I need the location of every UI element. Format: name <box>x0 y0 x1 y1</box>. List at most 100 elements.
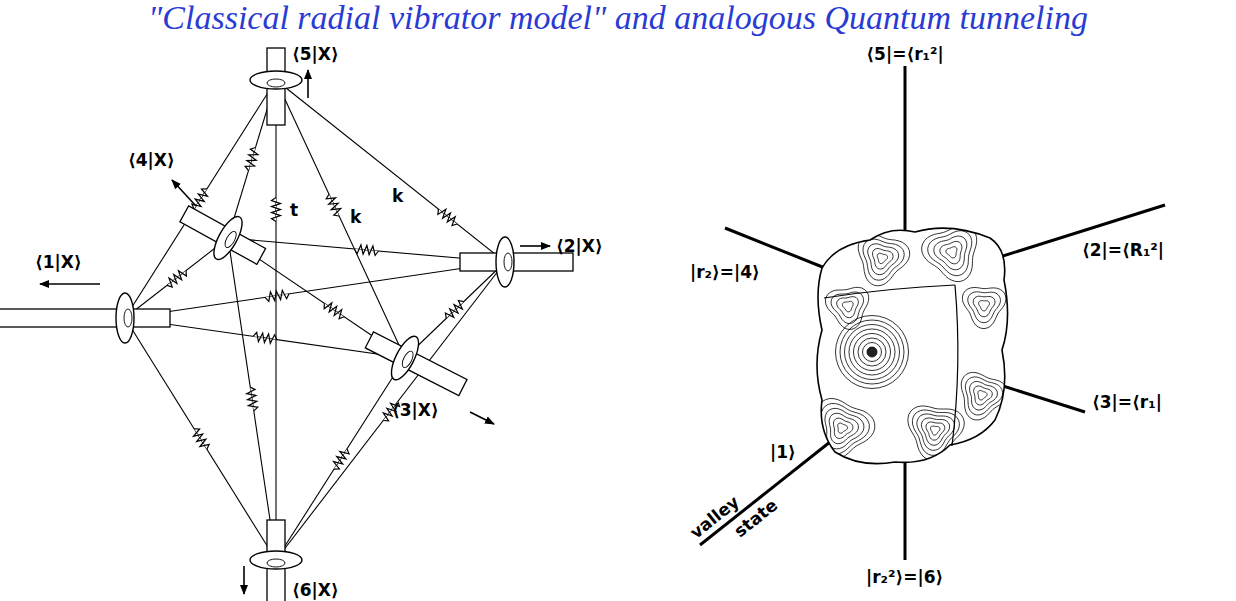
contour-line <box>926 422 945 440</box>
motion-arrow <box>307 70 309 98</box>
spring-box <box>164 265 190 291</box>
spring-box <box>239 146 265 172</box>
axis-label: ⟨4|X⟩ <box>128 150 175 170</box>
motion-arrow <box>172 180 196 206</box>
mass-on-rod <box>358 318 473 408</box>
axis-label: ⟨2|X⟩ <box>556 236 603 256</box>
spring-coil <box>326 194 341 216</box>
mass-on-rod <box>173 193 273 278</box>
contour-line <box>931 426 940 435</box>
spring-box <box>188 426 214 452</box>
contour-line <box>863 239 904 280</box>
spring-coil <box>272 198 281 222</box>
axis-label: t <box>290 200 298 220</box>
contour-line <box>917 414 955 450</box>
axis-line <box>700 438 835 545</box>
mass-hub <box>504 253 512 271</box>
spring-wire <box>276 80 405 358</box>
spring-box <box>263 197 289 223</box>
spring-coil <box>245 148 258 171</box>
face-edge <box>952 285 958 446</box>
contour-line <box>979 301 990 311</box>
mass-disc <box>250 551 302 569</box>
axis-label: |r₂²⟩=|6⟩ <box>866 567 943 587</box>
axis-lines <box>700 66 1165 560</box>
contour-line <box>912 410 959 455</box>
axis-label: |r₂⟩=|4⟩ <box>690 262 760 282</box>
contour-lines <box>817 225 1008 460</box>
spring-coil <box>438 209 457 226</box>
spring-coil <box>253 332 277 343</box>
mass-disc <box>208 213 247 264</box>
contour-line <box>961 372 1007 420</box>
motion-arrow <box>40 283 100 285</box>
contour-line <box>868 244 899 275</box>
contour-line <box>858 234 910 285</box>
spring-wire <box>125 262 505 318</box>
contour-line <box>825 408 864 449</box>
spring-coil <box>247 387 258 411</box>
spring-network <box>125 80 505 560</box>
contour-line <box>834 418 853 438</box>
spring-wire <box>276 358 405 560</box>
contour-ring <box>863 343 882 362</box>
contour-ring <box>854 334 891 371</box>
motion-arrow <box>520 245 550 247</box>
motion-arrow <box>243 566 245 594</box>
spring-wire <box>228 238 276 560</box>
axis-line <box>1000 385 1085 412</box>
surface-outline <box>817 228 1008 463</box>
mass-hub <box>400 350 415 370</box>
mass-disc <box>116 293 134 343</box>
spring-coil <box>355 245 379 255</box>
spring-coil <box>194 429 210 449</box>
spring-box <box>328 446 354 472</box>
contour-line <box>978 391 987 401</box>
axis-label: ⟨5|X⟩ <box>292 44 339 64</box>
contour-line <box>877 253 887 263</box>
contour-line <box>873 249 894 270</box>
contour-line <box>817 399 875 460</box>
guide-rod <box>365 332 467 396</box>
contour-line <box>970 381 998 410</box>
axis-label: ⟨5|=⟨r₁²| <box>866 44 943 64</box>
mass-disc <box>250 71 302 89</box>
contour-line <box>946 247 957 258</box>
contour-line <box>921 418 949 445</box>
valley-hole <box>867 347 877 357</box>
spring-wire <box>276 262 505 560</box>
contour-line <box>973 296 995 317</box>
contour-line <box>821 404 870 455</box>
face-edge <box>824 285 955 298</box>
contour-line <box>837 297 859 318</box>
axis-label: ⟨1|X⟩ <box>35 252 82 272</box>
mass-hub <box>124 309 132 327</box>
spring-box <box>321 192 347 218</box>
axis-label: ⟨3|X⟩ <box>392 400 439 420</box>
spring-coil <box>265 290 289 301</box>
mass-hub <box>223 230 239 250</box>
motion-arrows <box>40 70 550 594</box>
spring-box <box>252 325 278 351</box>
title: "Classical radial vibrator model" and an… <box>0 0 1236 38</box>
axis-label: ⟨3|=⟨r₁| <box>1092 392 1162 412</box>
axis-label: valley <box>686 491 743 542</box>
spring-wire <box>125 238 228 318</box>
contour-ring <box>849 329 895 375</box>
spring-coil <box>192 189 208 209</box>
mass-disc <box>386 333 424 384</box>
spring-coil <box>167 271 186 288</box>
spring-box <box>264 283 290 309</box>
potential-surface <box>817 225 1008 463</box>
spring-wire <box>125 318 276 560</box>
mass-rods <box>0 48 573 601</box>
contour-line <box>922 225 977 281</box>
mass-disc <box>496 237 514 287</box>
spring-wire <box>405 262 505 358</box>
spring-box <box>442 297 468 323</box>
spring-coil <box>445 301 463 319</box>
motion-arrow <box>470 412 494 424</box>
spring-wire <box>275 80 276 560</box>
axis-label: ⟨6|X⟩ <box>292 580 339 600</box>
